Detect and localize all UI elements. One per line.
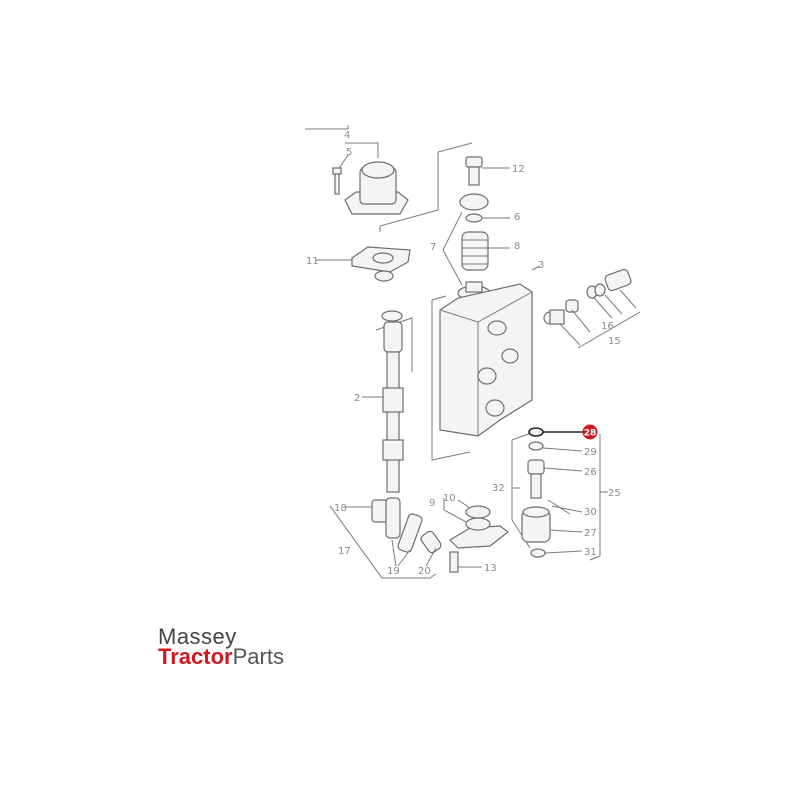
logo-parts: Parts bbox=[232, 644, 284, 669]
logo-tractor-parts: TractorParts bbox=[158, 646, 284, 668]
part-8-spring bbox=[461, 231, 510, 271]
part-5-bolt bbox=[332, 154, 349, 195]
callout-19: 19 bbox=[387, 566, 400, 577]
part-4-housing bbox=[344, 142, 409, 215]
part-25-check-valve bbox=[511, 427, 608, 561]
callout-12: 12 bbox=[512, 164, 525, 175]
callout-31: 31 bbox=[584, 547, 597, 558]
callout-20: 20 bbox=[418, 566, 431, 577]
callout-15: 15 bbox=[608, 336, 621, 347]
logo-tractor: Tractor bbox=[158, 644, 233, 669]
callout-11: 11 bbox=[306, 256, 319, 267]
callout-10: 10 bbox=[443, 493, 456, 504]
callout-29: 29 bbox=[584, 447, 597, 458]
callout-25: 25 bbox=[608, 488, 621, 499]
callout-27: 27 bbox=[584, 528, 597, 539]
callout-7: 7 bbox=[430, 242, 436, 253]
part-2-spool bbox=[362, 310, 413, 493]
callout-6: 6 bbox=[514, 212, 520, 223]
part-12-bolt bbox=[465, 156, 510, 186]
massey-tractor-parts-logo: Massey TractorParts bbox=[158, 626, 284, 668]
callout-9: 9 bbox=[429, 498, 435, 509]
callout-26: 26 bbox=[584, 467, 597, 478]
part-9-cover bbox=[443, 498, 509, 573]
part-3-valve-body bbox=[431, 265, 541, 461]
callout-28-highlight[interactable] bbox=[582, 424, 598, 440]
callout-28[interactable]: 28 bbox=[584, 429, 597, 439]
guide-line bbox=[379, 142, 473, 232]
part-17-linkage bbox=[329, 497, 442, 579]
callout-8: 8 bbox=[514, 241, 520, 252]
callout-30: 30 bbox=[584, 507, 597, 518]
part-11-gasket bbox=[316, 246, 411, 282]
bracket-line bbox=[305, 125, 349, 130]
callout-13: 13 bbox=[484, 563, 497, 574]
callout-32: 32 bbox=[492, 483, 505, 494]
logo-massey: Massey bbox=[158, 624, 237, 649]
callout-4: 4 bbox=[344, 130, 350, 141]
callout-17: 17 bbox=[338, 546, 351, 557]
callout-18: 18 bbox=[334, 503, 347, 514]
callout-3: 3 bbox=[538, 260, 544, 271]
part-6-washer bbox=[459, 193, 510, 223]
callout-5: 5 bbox=[346, 147, 352, 158]
callout-2: 2 bbox=[354, 393, 360, 404]
callout-16: 16 bbox=[601, 321, 614, 332]
part-15-valve-assembly bbox=[543, 268, 641, 349]
